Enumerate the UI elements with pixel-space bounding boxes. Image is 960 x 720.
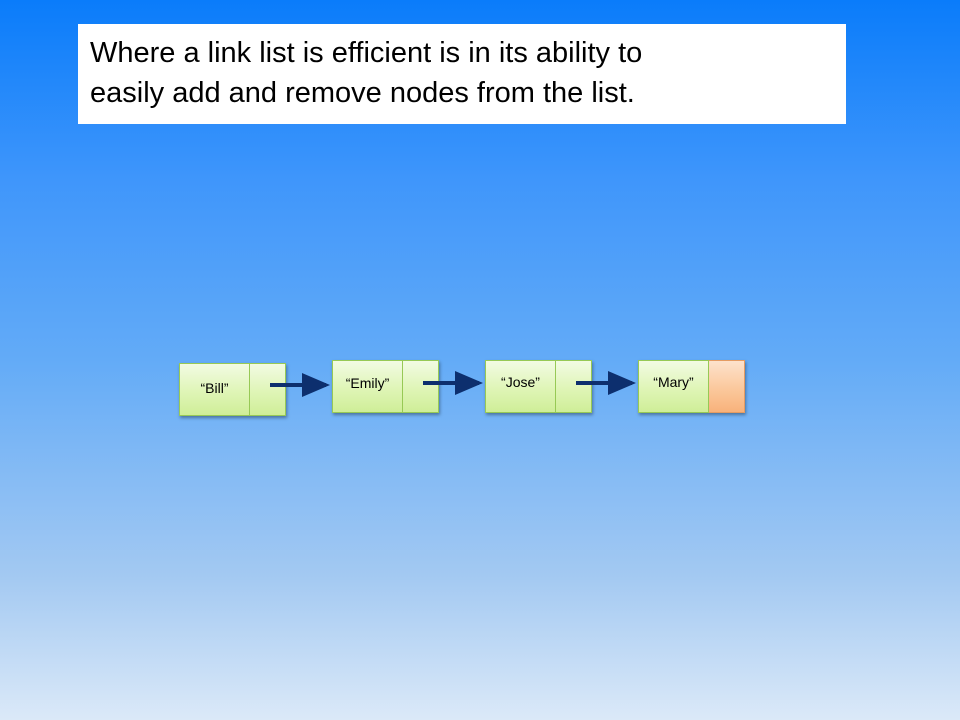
node-pointer-bill <box>250 363 286 416</box>
node-pointer-emily <box>403 360 439 413</box>
list-node-bill: “Bill” <box>179 363 286 416</box>
list-node-jose: “Jose” <box>485 360 592 413</box>
node-data-bill: “Bill” <box>179 363 250 416</box>
node-data-mary: “Mary” <box>638 360 709 413</box>
node-data-jose: “Jose” <box>485 360 556 413</box>
node-data-emily: “Emily” <box>332 360 403 413</box>
list-node-emily: “Emily” <box>332 360 439 413</box>
list-node-mary: “Mary” <box>638 360 745 413</box>
node-pointer-jose <box>556 360 592 413</box>
explanation-line-2: easily add and remove nodes from the lis… <box>90 77 635 109</box>
node-pointer-null-mary <box>709 360 745 413</box>
explanation-line-1: Where a link list is efficient is in its… <box>90 37 643 69</box>
explanation-text-box: Where a link list is efficient is in its… <box>78 24 846 124</box>
